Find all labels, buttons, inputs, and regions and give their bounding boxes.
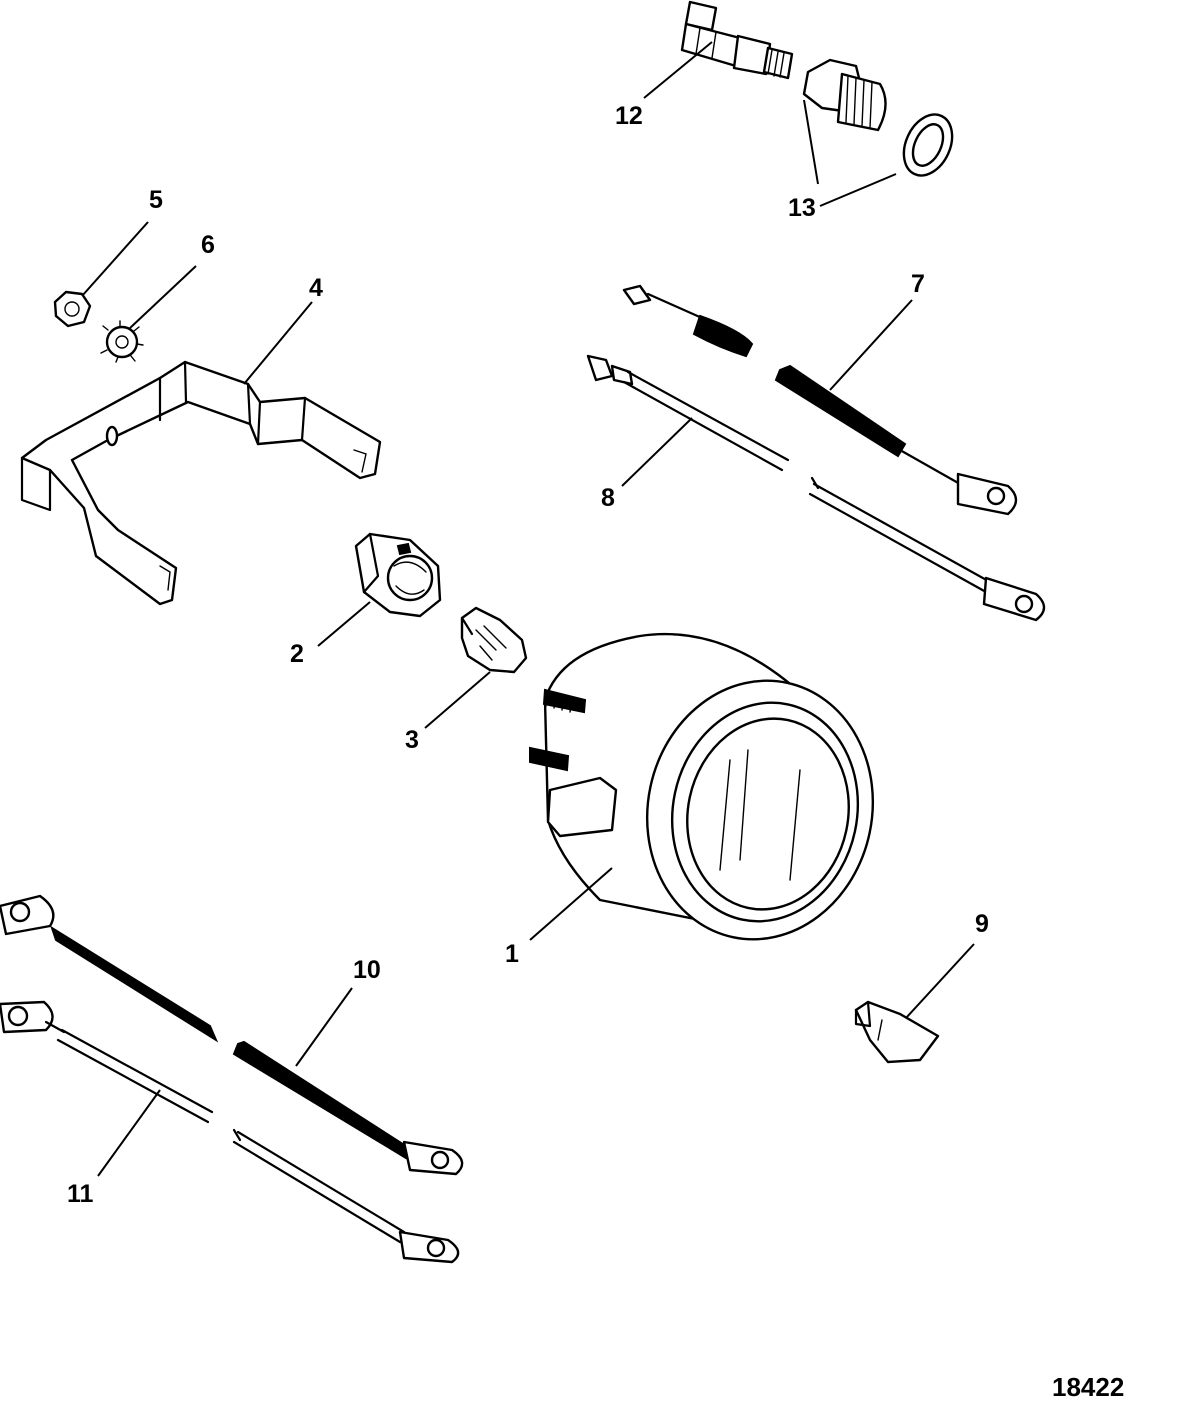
leader-1	[529, 867, 613, 941]
callout-1: 1	[505, 940, 519, 968]
part-4-bracket	[20, 360, 382, 606]
part-12-sender	[680, 0, 794, 80]
leader-8	[621, 417, 693, 487]
leader-9	[905, 943, 975, 1019]
leader-4	[243, 301, 313, 385]
part-11-lead	[0, 1000, 460, 1264]
part-2-lamp-socket	[354, 532, 442, 618]
leader-5	[81, 221, 149, 297]
callout-10: 10	[353, 956, 381, 984]
leader-lines	[81, 41, 975, 1177]
leader-3	[424, 671, 491, 729]
part-13-fitting	[802, 58, 954, 177]
leader-13b	[819, 173, 897, 207]
callout-13: 13	[788, 194, 816, 222]
part-9-connector	[854, 1000, 940, 1064]
leader-2	[317, 601, 371, 647]
leader-13a	[803, 99, 819, 185]
callout-11: 11	[67, 1180, 94, 1208]
part-1-gauge	[529, 632, 875, 941]
callout-7: 7	[911, 270, 925, 298]
leader-6	[129, 265, 197, 329]
part-10-lead	[0, 894, 464, 1176]
part-7-lead	[622, 284, 1018, 516]
callout-9: 9	[975, 910, 989, 938]
part-5-nut	[53, 290, 92, 328]
figure-number: 18422	[1052, 1372, 1124, 1402]
callout-2: 2	[290, 640, 304, 668]
part-6-lockwasher	[100, 320, 144, 363]
leader-7	[829, 299, 913, 391]
leader-11	[97, 1089, 161, 1177]
part-8-lead	[586, 354, 1046, 622]
leader-12	[643, 41, 713, 99]
callout-3: 3	[405, 726, 419, 754]
callout-8: 8	[601, 484, 615, 512]
callout-labels: 1 2 3 4 5 6 7 8 9 10 11 12 13	[67, 102, 989, 1208]
leader-10	[295, 987, 353, 1067]
callout-12: 12	[615, 102, 643, 130]
callout-4: 4	[309, 274, 323, 302]
callout-6: 6	[201, 231, 215, 259]
part-3-bulb	[460, 606, 528, 674]
callout-5: 5	[149, 186, 163, 214]
